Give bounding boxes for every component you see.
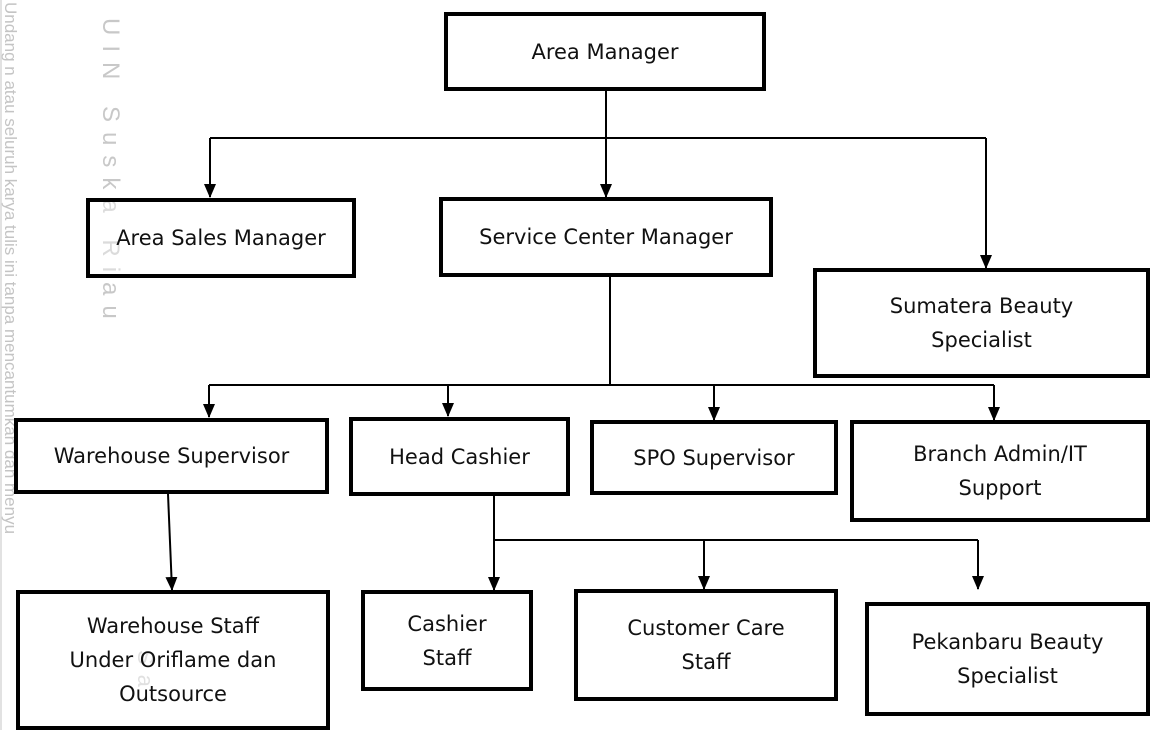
label-service-center-manager: Service Center Manager [479,225,733,249]
label-pekanbaru-beauty-specialist: Pekanbaru Beauty Specialist [911,630,1104,688]
watermark-side-text: Undang n atau seluruh karya tulis ini ta… [1,2,20,535]
label-area-manager: Area Manager [531,39,679,64]
label-head-cashier: Head Cashier [389,444,530,469]
box-head-cashier: Head Cashier [349,417,570,496]
label-spo-supervisor: SPO Supervisor [633,445,795,470]
label-warehouse-staff: Warehouse Staff Under Oriflame dan Outso… [69,614,277,706]
box-spo-supervisor: SPO Supervisor [590,420,838,495]
box-warehouse-supervisor: Warehouse Supervisor [14,418,329,494]
watermark-margin-line [0,0,2,730]
arrow-to-warehouse-staff [165,493,178,591]
box-sumatera-beauty-specialist: Sumatera Beauty Specialist [813,268,1150,378]
box-service-center-manager: Service Center Manager [439,197,773,277]
label-cashier-staff: Cashier Staff [407,611,487,670]
box-area-sales-manager: Area Sales Manager [86,198,356,278]
box-area-manager: Area Manager [444,12,766,91]
box-pekanbaru-beauty-specialist: Pekanbaru Beauty Specialist [865,602,1150,716]
label-branch-admin-it: Branch Admin/IT Support [913,442,1087,500]
box-cashier-staff: Cashier Staff [361,590,533,691]
label-customer-care-staff: Customer Care Staff [627,616,785,674]
box-branch-admin-it: Branch Admin/IT Support [850,420,1150,522]
watermark-bottom-text: Sa [133,650,158,697]
label-area-sales-manager: Area Sales Manager [116,226,326,250]
label-warehouse-supervisor: Warehouse Supervisor [53,444,290,468]
box-customer-care-staff: Customer Care Staff [574,589,838,701]
box-warehouse-staff: Warehouse Staff Under Oriflame dan Outso… [16,590,330,730]
label-sumatera-beauty-specialist: Sumatera Beauty Specialist [889,294,1074,352]
